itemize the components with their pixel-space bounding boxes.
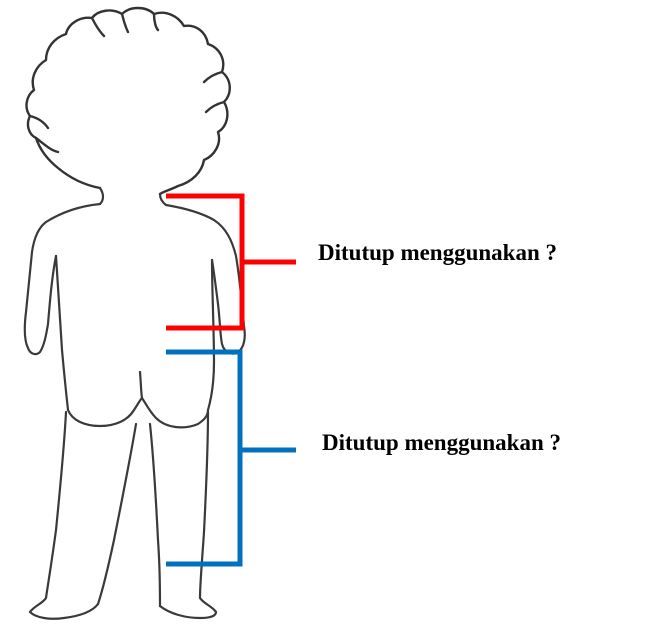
right-leg-inner	[148, 422, 162, 608]
child-figure-back-view	[23, 6, 246, 620]
upper-bracket	[166, 193, 296, 331]
hair-tuft-top	[90, 12, 160, 38]
left-foot	[28, 602, 100, 620]
buttocks-crease	[138, 370, 144, 400]
lower-question-label: Ditutup menggunakan ?	[322, 430, 562, 455]
right-arm-inner	[206, 258, 216, 412]
neck-outline	[98, 186, 168, 207]
left-leg-inner	[96, 422, 138, 606]
right-leg-outer	[198, 410, 218, 614]
buttocks-outline	[66, 396, 210, 429]
upper-question-label: Ditutup menggunakan ?	[318, 240, 558, 265]
hair-tuft-right	[202, 70, 226, 114]
left-leg-outer	[28, 410, 68, 614]
left-arm-inner	[54, 254, 70, 412]
torso-right-side	[164, 203, 246, 355]
head-hair-outline	[25, 6, 231, 196]
right-foot	[158, 604, 218, 620]
torso-left-side	[23, 202, 102, 356]
lower-bracket	[166, 349, 296, 567]
hair-tuft-left	[28, 114, 60, 154]
lower-bracket-shape	[166, 349, 243, 567]
